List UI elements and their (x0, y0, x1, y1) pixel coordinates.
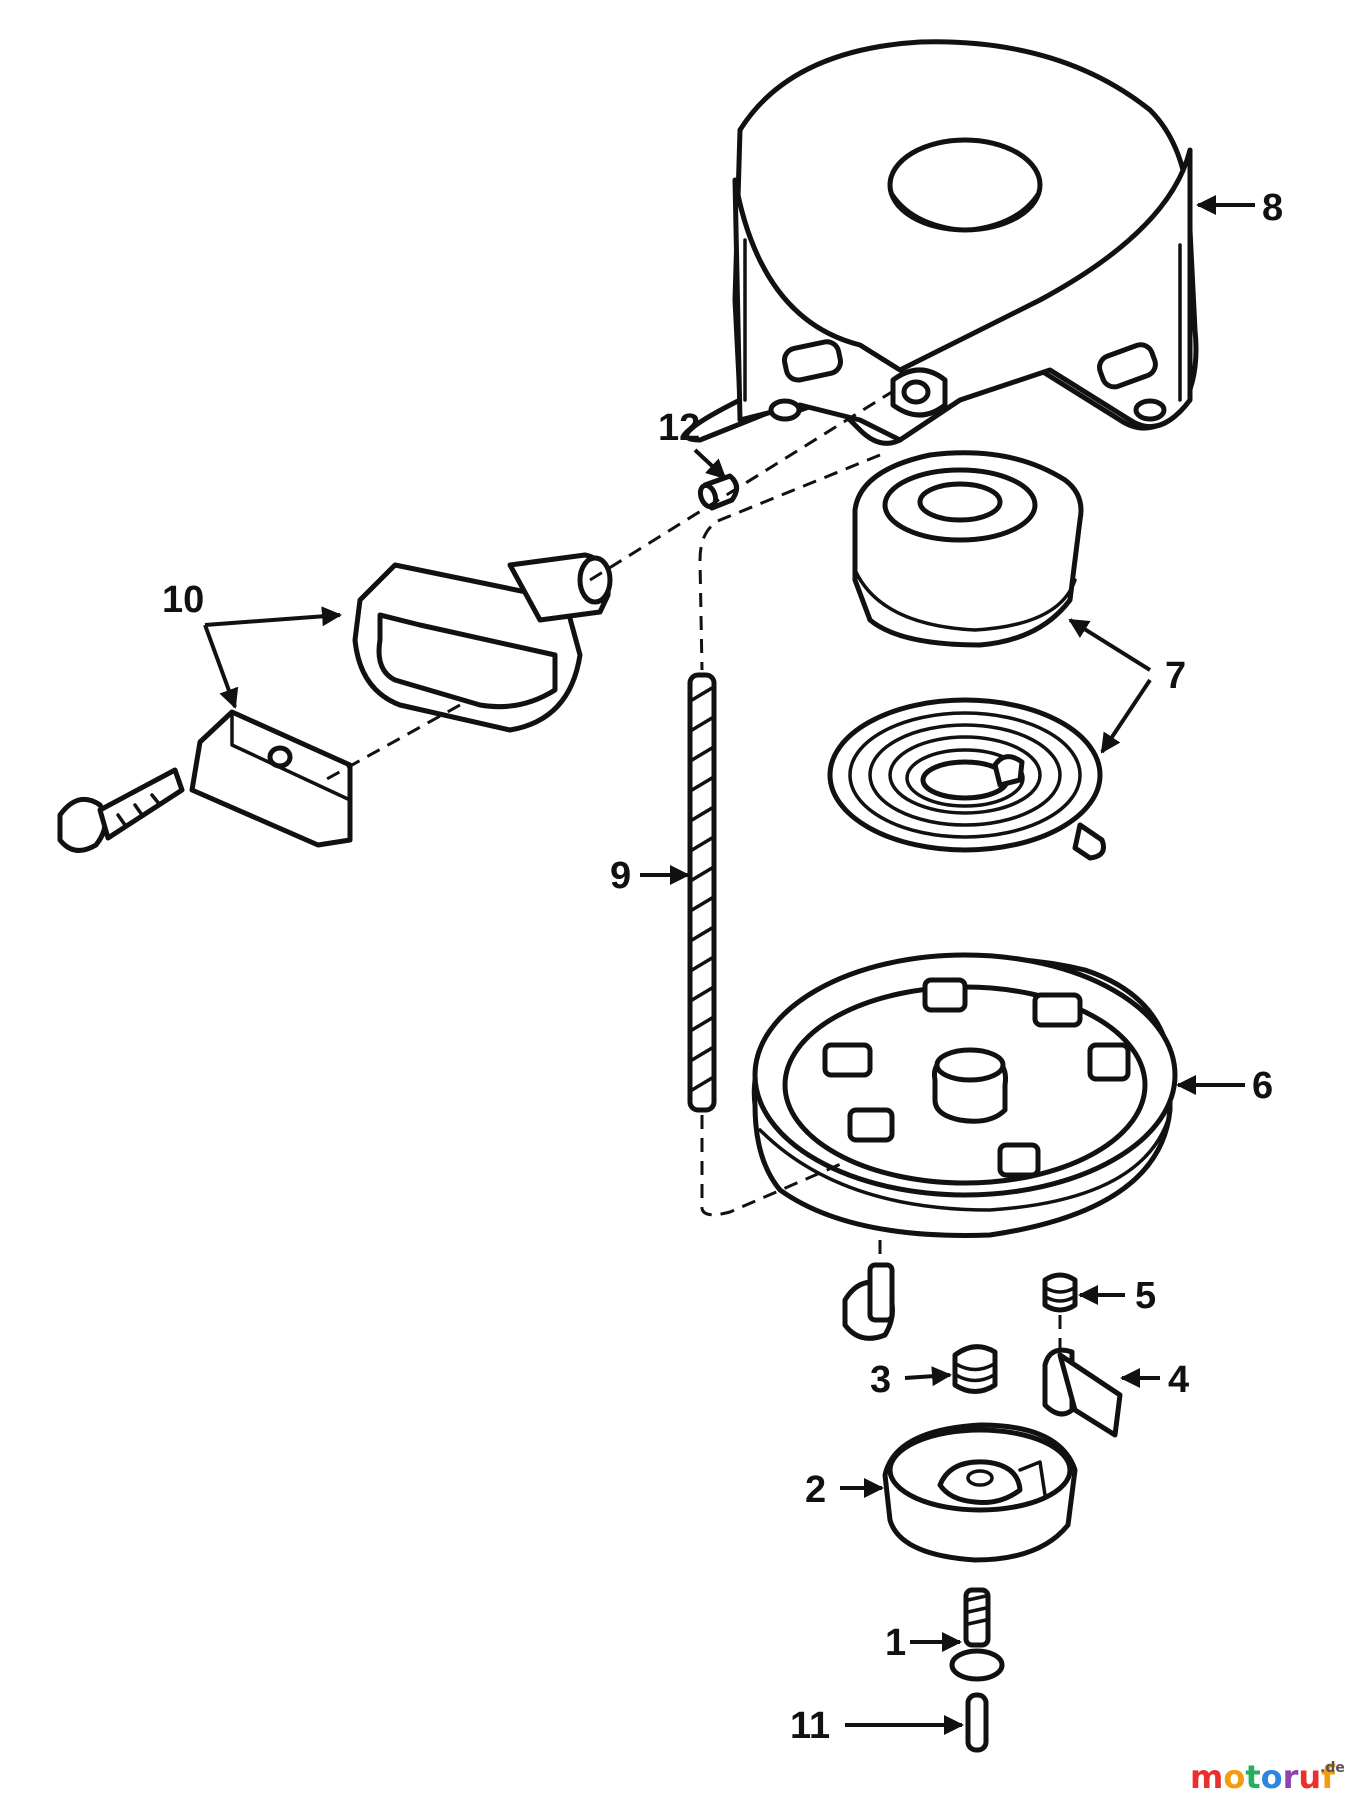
watermark-letter: o (1223, 1758, 1245, 1796)
part-5-spring (1042, 1272, 1078, 1313)
callout-10: 10 (162, 579, 204, 621)
part-2-pawl-retainer (882, 1422, 1078, 1563)
part-10-handle-insert (189, 709, 353, 848)
callout-12: 12 (658, 407, 700, 449)
part-11-roll-pin (965, 1692, 989, 1753)
callout-1: 1 (885, 1622, 906, 1664)
part-3-spring (952, 1344, 998, 1394)
watermark-letter: o (1261, 1758, 1283, 1796)
pulley-screw (842, 1262, 895, 1341)
callout-7: 7 (1165, 655, 1186, 697)
callout-2: 2 (805, 1469, 826, 1511)
part-7-spring-cover (852, 450, 1084, 648)
part-4-pawl (1042, 1347, 1123, 1438)
watermark-logo: motoruf .de (1190, 1758, 1345, 1796)
part-9-starter-rope (687, 672, 717, 1113)
callout-labels: 8 12 10 7 9 6 5 4 3 2 1 11 (162, 187, 1283, 1747)
part-12-pin (697, 473, 739, 511)
part-10-starter-handle (352, 552, 613, 733)
callout-6: 6 (1252, 1065, 1273, 1107)
callout-3: 3 (870, 1359, 891, 1401)
watermark-letter: t (1245, 1758, 1260, 1796)
assembly-lines (324, 388, 1062, 1348)
callout-8: 8 (1262, 187, 1283, 229)
callout-9: 9 (610, 855, 631, 897)
watermark-letter: r (1283, 1758, 1299, 1796)
watermark-brand-text: motoruf (1190, 1758, 1336, 1796)
watermark-suffix-text: .de (1320, 1760, 1345, 1776)
watermark-letter: u (1298, 1758, 1321, 1796)
callout-11: 11 (790, 1705, 830, 1747)
part-8-starter-housing (684, 39, 1199, 446)
part-1-shoulder-screw (949, 1587, 1005, 1682)
part-7-recoil-spring (827, 697, 1106, 861)
part-6-pulley (751, 952, 1178, 1238)
leader-arrows (203, 195, 1255, 1735)
callout-5: 5 (1135, 1275, 1156, 1317)
watermark-letter: m (1190, 1758, 1223, 1796)
watermark-letter: f (1321, 1758, 1336, 1796)
part-10-handle-screw (57, 767, 185, 853)
callout-4: 4 (1168, 1359, 1189, 1401)
